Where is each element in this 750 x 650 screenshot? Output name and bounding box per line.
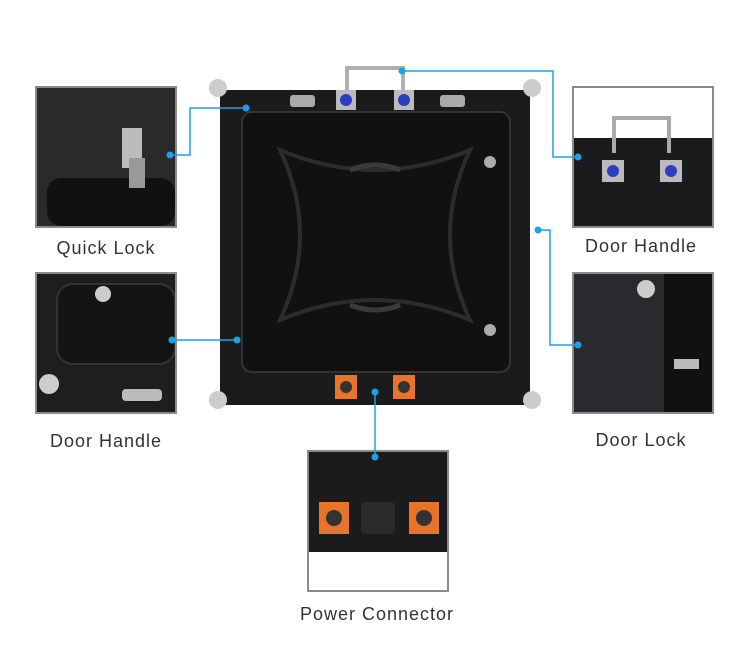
quick-lock-label: Quick Lock — [56, 238, 156, 258]
door-handle-top-label: Door Handle — [584, 236, 698, 256]
callout-line-door-handle-top — [402, 70, 578, 158]
door-lock-inset — [572, 272, 714, 414]
door-handle-left-inset — [35, 272, 177, 414]
cabinet-image — [209, 66, 541, 409]
door-lock-label: Door Lock — [595, 430, 687, 450]
quick-lock-inset — [35, 86, 177, 228]
power-connector-inset — [307, 450, 449, 592]
callout-line-door-lock — [538, 229, 578, 346]
callout-line-quick-lock — [170, 107, 246, 156]
door-handle-left-label: Door Handle — [49, 431, 163, 451]
power-connector-label: Power Connector — [299, 604, 455, 624]
